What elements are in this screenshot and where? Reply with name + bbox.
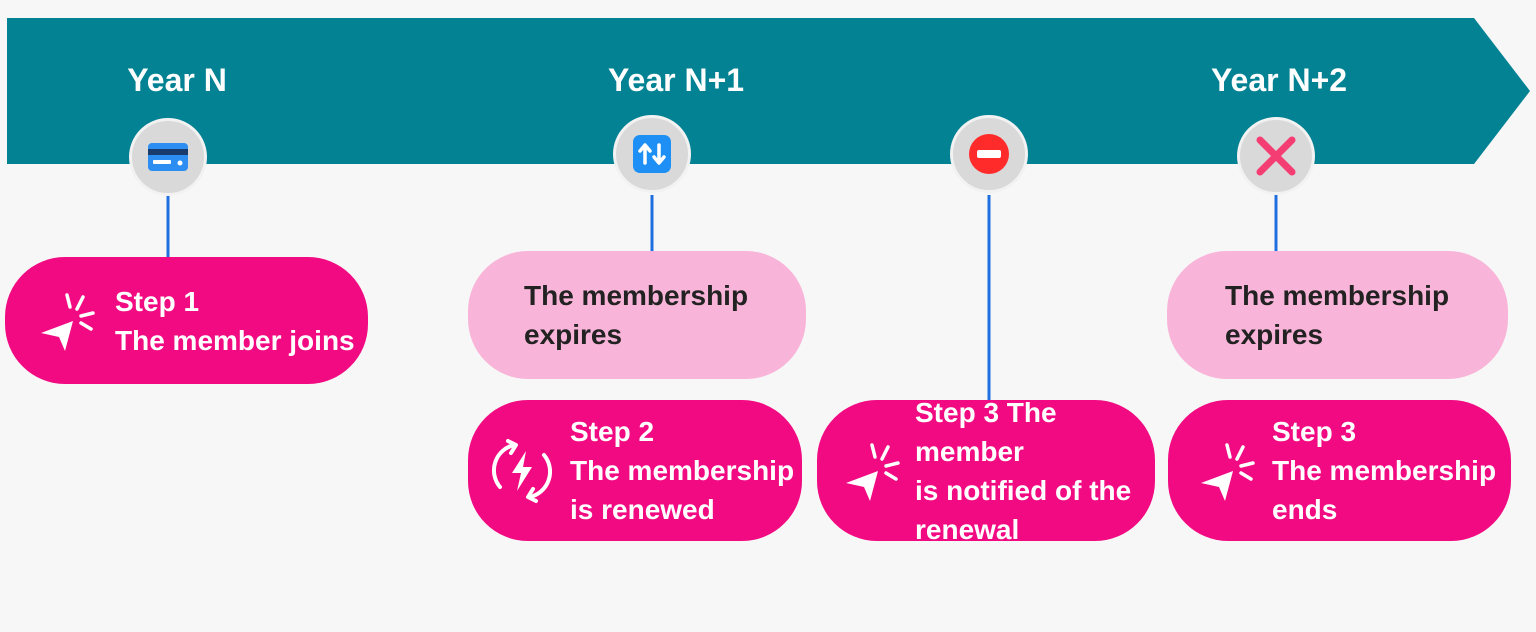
timeline-node xyxy=(950,115,1028,193)
membership-expires-card: The membership expires xyxy=(468,251,806,379)
cursor-click-icon xyxy=(33,286,101,356)
cross-mark-icon xyxy=(1256,136,1296,176)
step-1-text: The member joins xyxy=(115,324,355,356)
credit-card-icon xyxy=(148,143,188,171)
step-2-card: Step 2 The membership is renewed xyxy=(468,400,802,541)
year-label-n: Year N xyxy=(127,62,227,98)
expires-line-1: The membership xyxy=(1225,280,1450,311)
year-label-n1: Year N+1 xyxy=(607,62,745,98)
expires-line-1: The membership xyxy=(524,280,749,311)
step-3-ends-text-2: ends xyxy=(1272,494,1338,525)
step-2-text-2: is renewed xyxy=(570,494,715,525)
step-1-title: Step 1 xyxy=(115,285,200,317)
cursor-click-icon xyxy=(1194,436,1260,506)
connector-line xyxy=(1274,195,1278,257)
step-3-notify-card: Step 3 The member is notified of the ren… xyxy=(817,397,1155,545)
step-1-card: Step 1 The member joins xyxy=(5,257,368,384)
expires-line-2: expires xyxy=(524,319,623,350)
connector-line xyxy=(166,195,170,257)
timeline-arrow-band xyxy=(7,18,1530,164)
year-label-n2: Year N+2 xyxy=(1210,62,1348,98)
timeline-node xyxy=(129,118,207,196)
refresh-arrows-icon xyxy=(633,135,671,173)
no-entry-icon xyxy=(969,134,1009,174)
step-3-ends-title: Step 3 xyxy=(1272,416,1357,447)
cursor-click-icon xyxy=(839,436,905,506)
step-3-notify-text-3: renewal xyxy=(915,513,1020,545)
connector-line xyxy=(987,195,991,403)
step-3-ends-card: Step 3 The membership ends xyxy=(1168,400,1511,541)
step-2-text-1: The membership xyxy=(570,455,795,486)
step-2-title: Step 2 xyxy=(570,416,655,447)
step-3-ends-text-1: The membership xyxy=(1272,455,1497,486)
renew-lightning-icon xyxy=(484,431,560,511)
timeline-node xyxy=(1237,117,1315,195)
connector-line xyxy=(650,195,654,257)
membership-expires-card: The membership expires xyxy=(1167,251,1508,379)
expires-line-2: expires xyxy=(1225,319,1324,350)
step-3-notify-text-2: is notified of the xyxy=(915,474,1132,506)
timeline-node xyxy=(613,115,691,193)
step-3-notify-text-1: Step 3 The member xyxy=(915,396,1057,467)
